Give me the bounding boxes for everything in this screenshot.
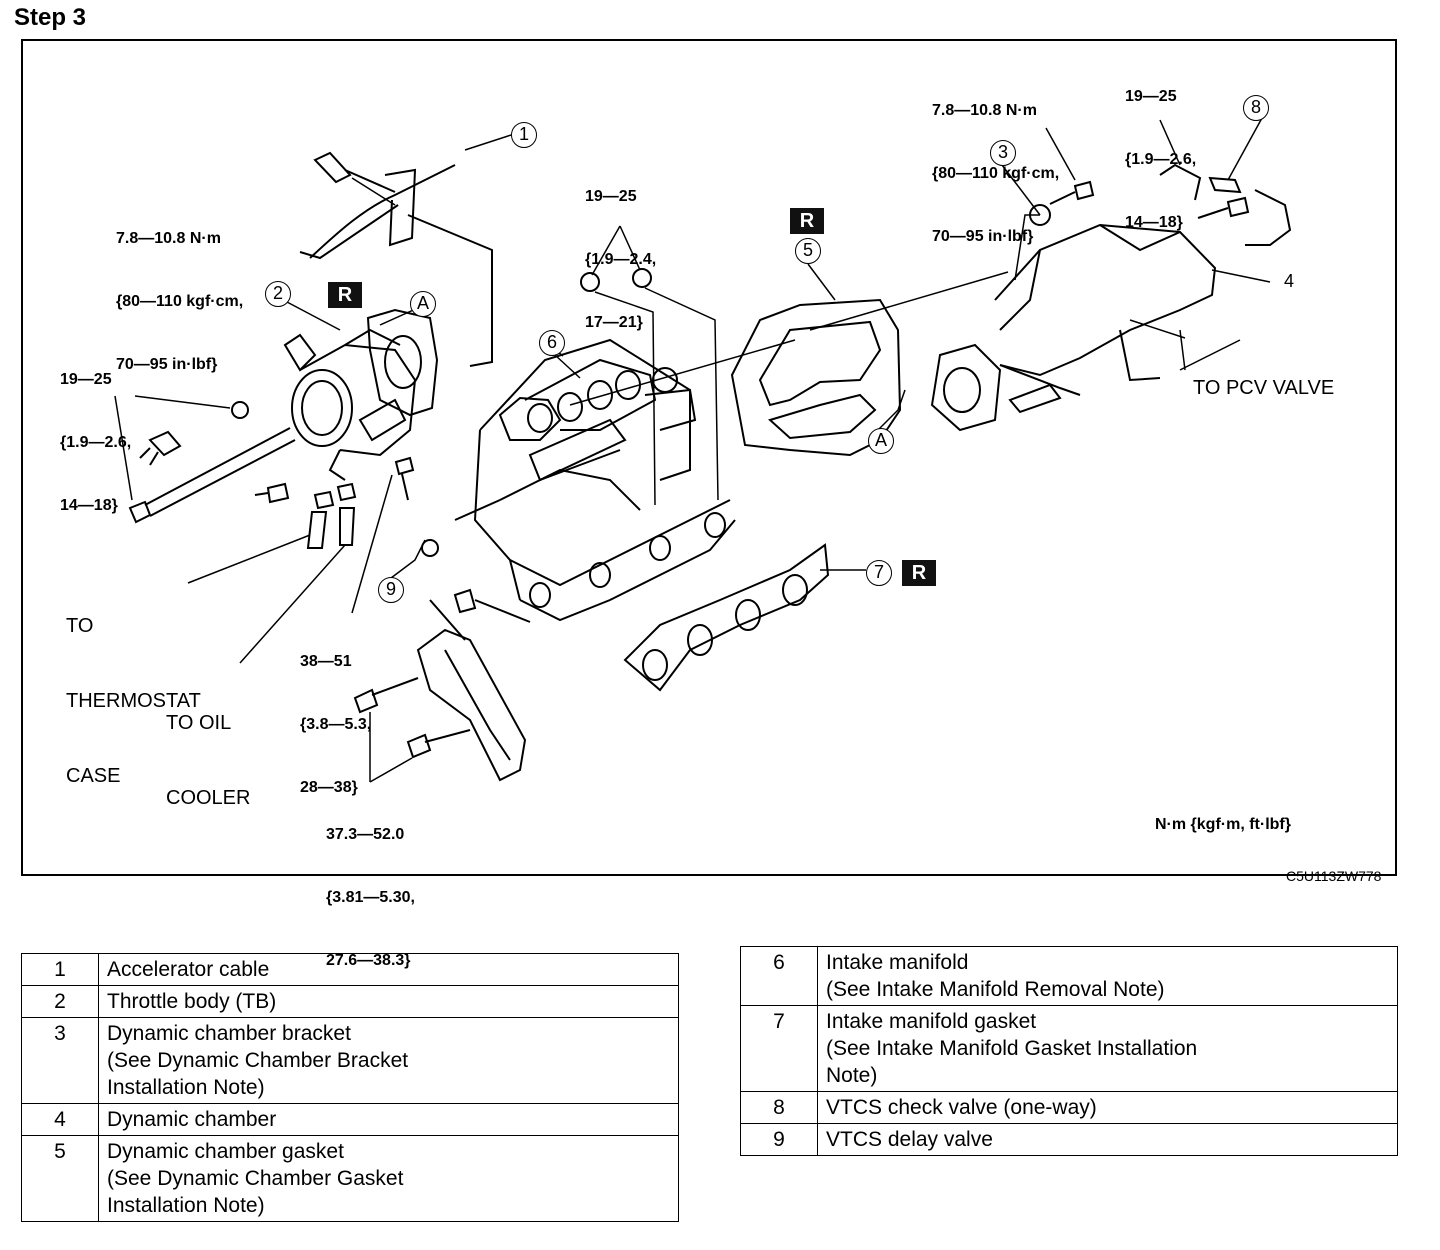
note-to-oil-cooler: TO OIL COOLER <box>166 712 251 809</box>
legend-row: 6 Intake manifold (See Intake Manifold Rem… <box>740 946 1398 1006</box>
legend-description-line: (See Intake Manifold Gasket Installation <box>826 1037 1198 1060</box>
legend-table-right: 6 Intake manifold (See Intake Manifold Rem… <box>740 946 1398 1156</box>
legend-description-line: (See Dynamic Chamber Bracket <box>107 1049 409 1072</box>
legend-row: 4 Dynamic chamber <box>21 1103 679 1136</box>
legend-number: 8 <box>740 1091 818 1124</box>
legend-description-line: Dynamic chamber bracket <box>107 1022 351 1045</box>
legend-row: 9 VTCS delay valve <box>740 1123 1398 1156</box>
legend-description-line: Intake manifold <box>826 951 969 974</box>
callout-3: 3 <box>990 140 1016 166</box>
hoses-drawing <box>139 430 357 549</box>
legend-row: 3 Dynamic chamber bracket (See Dynamic Cha… <box>21 1017 679 1104</box>
legend-number: 6 <box>740 946 818 1006</box>
callout-7: 7 <box>866 560 892 586</box>
units-note: N·m {kgf·m, ft·lbf} <box>1155 816 1291 833</box>
legend-description-line: Note) <box>826 1064 878 1087</box>
legend-description: Dynamic chamber gasket (See Dynamic Chamb… <box>98 1135 679 1222</box>
note-to-pcv-valve: TO PCV VALVE <box>1193 377 1335 399</box>
legend-description-line: Throttle body (TB) <box>107 990 277 1013</box>
legend-description-line: VTCS check valve (one-way) <box>826 1096 1097 1119</box>
legend-description-line: VTCS delay valve <box>826 1128 993 1151</box>
legend-description: Accelerator cable <box>98 953 679 986</box>
torque-bracket-bolt: 7.8—10.8 N·m {80—110 kgf·cm, 70—95 in·lb… <box>932 102 1060 245</box>
torque-throttle-body-bolt: 19—25 {1.9—2.6, 14—18} <box>60 371 132 514</box>
legend-row: 2 Throttle body (TB) <box>21 985 679 1018</box>
legend-number: 5 <box>21 1135 99 1222</box>
replace-badge-manifold-gasket: R <box>902 560 936 586</box>
legend-number: 7 <box>740 1005 818 1092</box>
callout-5: 5 <box>795 238 821 264</box>
legend-row: 5 Dynamic chamber gasket (See Dynamic Cham… <box>21 1135 679 1222</box>
legend-description: Dynamic chamber <box>98 1103 679 1136</box>
callout-4: 4 <box>1276 269 1302 295</box>
legend-row: 7 Intake manifold gasket (See Intake Manif… <box>740 1005 1398 1092</box>
legend-description: VTCS delay valve <box>817 1123 1398 1156</box>
legend-description-line: Accelerator cable <box>107 958 270 981</box>
legend-description: Intake manifold gasket (See Intake Manifo… <box>817 1005 1398 1092</box>
legend-description-line: Intake manifold gasket <box>826 1010 1037 1033</box>
figure-code: C5U113ZW778 <box>1286 868 1382 884</box>
legend-description-line: (See Intake Manifold Removal Note) <box>826 978 1165 1001</box>
legend-description: VTCS check valve (one-way) <box>817 1091 1398 1124</box>
accelerator-cable-drawing <box>299 151 493 367</box>
legend-description-line: (See Dynamic Chamber Gasket <box>107 1167 404 1190</box>
intake-manifold-drawing <box>453 338 736 623</box>
diagram-frame <box>21 39 1397 876</box>
torque-accel-cable-bolt: 7.8—10.8 N·m {80—110 kgf·cm, 70—95 in·lb… <box>116 230 244 373</box>
manifold-gasket-drawing <box>623 543 830 692</box>
legend-description-line: Installation Note) <box>107 1076 265 1099</box>
leader-lines <box>114 117 1271 783</box>
torque-chamber-top-bolt: 19—25 {1.9—2.6, 14—18} <box>1125 88 1197 231</box>
throttle-body-drawing <box>283 328 417 481</box>
callout-2: 2 <box>265 281 291 307</box>
legend-number: 1 <box>21 953 99 986</box>
callout-8: 8 <box>1243 95 1269 121</box>
step-title: Step 3 <box>14 4 87 31</box>
legend-description-line: Dynamic chamber <box>107 1108 277 1131</box>
legend-number: 2 <box>21 985 99 1018</box>
legend-row: 8 VTCS check valve (one-way) <box>740 1091 1398 1124</box>
support-bracket-drawing <box>416 599 527 782</box>
nuts-drawing <box>421 204 1051 557</box>
legend-description-line: Installation Note) <box>107 1194 265 1217</box>
bolts-drawing <box>128 180 1250 759</box>
torque-lower-bolt: 38—51 {3.8—5.3, 28—38} <box>300 653 372 796</box>
replace-badge-throttle-gasket: R <box>328 282 362 308</box>
callout-6: 6 <box>539 330 565 356</box>
note-to-thermostat-case: TO THERMOSTAT CASE <box>66 615 201 787</box>
callout-a-top: A <box>410 291 436 317</box>
legend-description: Dynamic chamber bracket (See Dynamic Cham… <box>98 1017 679 1104</box>
legend-description-line: Dynamic chamber gasket <box>107 1140 344 1163</box>
legend-row: 1 Accelerator cable <box>21 953 679 986</box>
legend-description: Intake manifold (See Intake Manifold Remo… <box>817 946 1398 1006</box>
callout-1: 1 <box>511 122 537 148</box>
replace-badge-chamber-gasket: R <box>790 208 824 234</box>
dynamic-chamber-drawing <box>930 163 1292 432</box>
torque-manifold-nut: 19—25 {1.9—2.4, 17—21} <box>585 188 657 331</box>
legend-description: Throttle body (TB) <box>98 985 679 1018</box>
callout-a-bottom: A <box>868 428 894 454</box>
legend-number: 4 <box>21 1103 99 1136</box>
legend-number: 3 <box>21 1017 99 1104</box>
legend-number: 9 <box>740 1123 818 1156</box>
callout-9: 9 <box>378 577 404 603</box>
